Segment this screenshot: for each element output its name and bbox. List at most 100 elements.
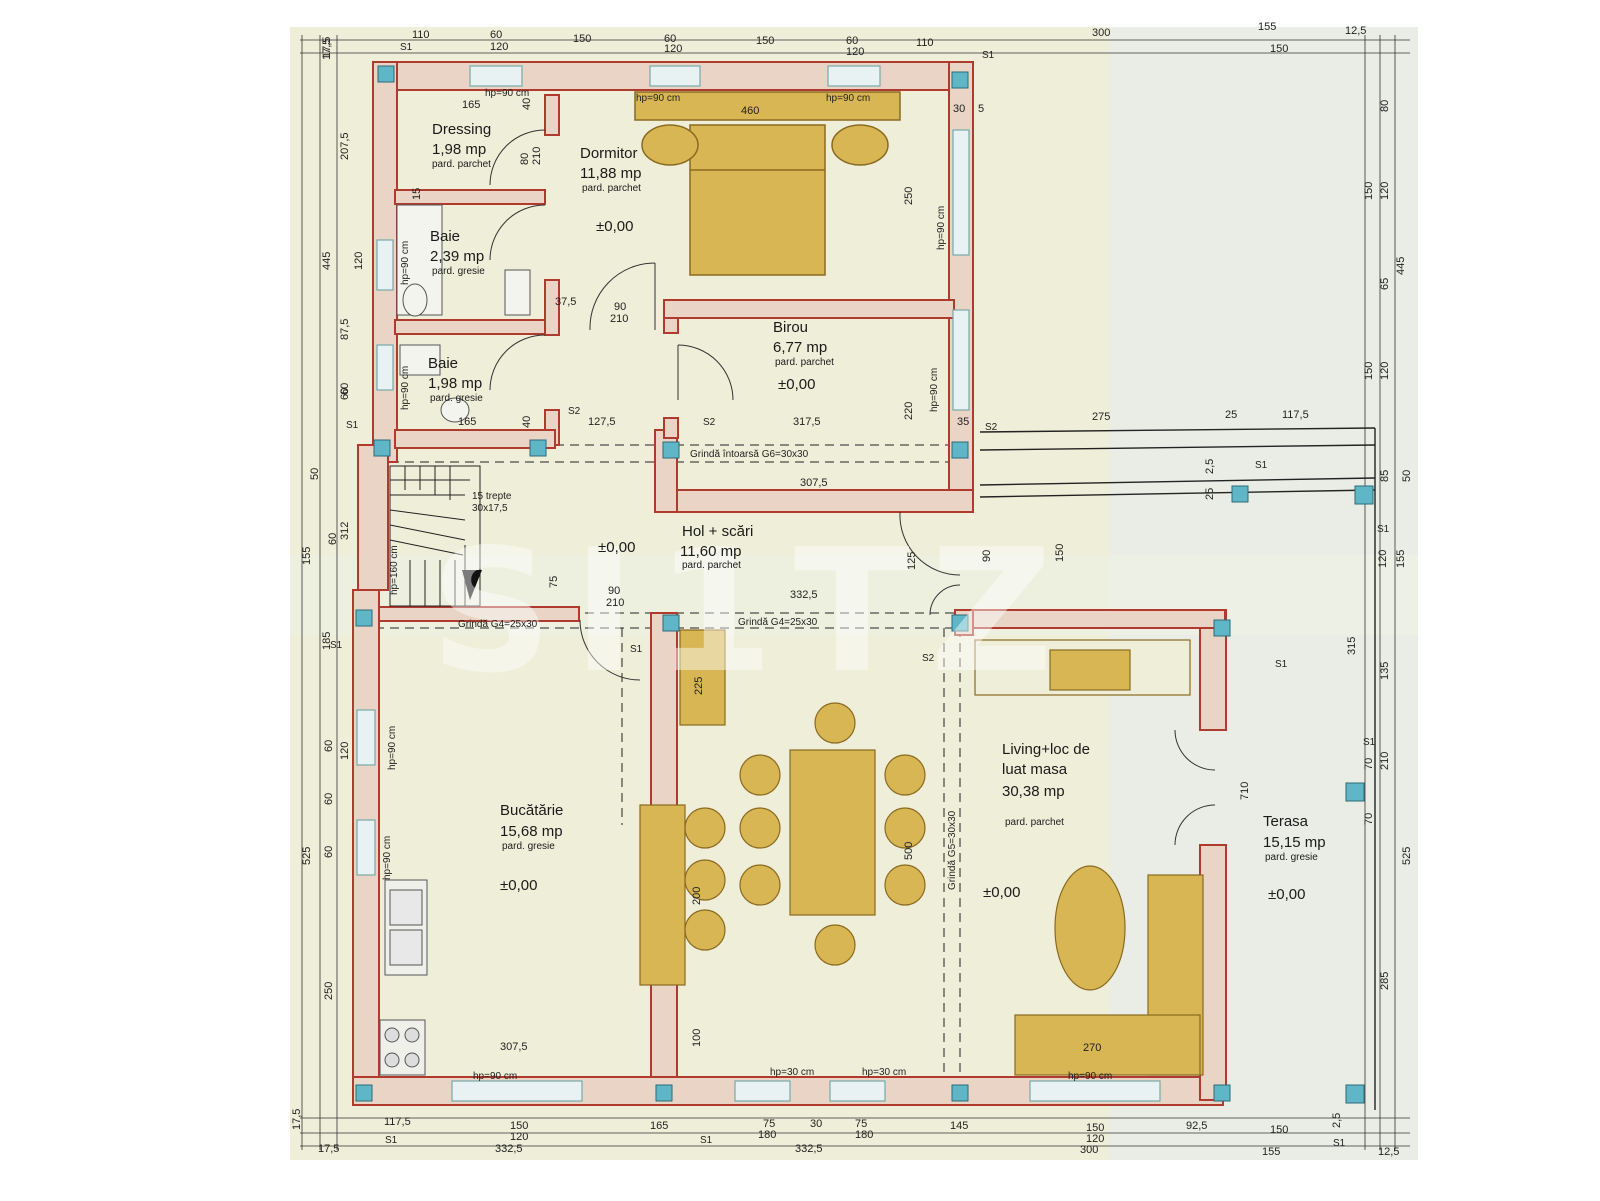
dim-interior: 80	[519, 153, 531, 165]
dim-top: 150	[756, 35, 774, 47]
dim-top: 150	[1270, 43, 1288, 55]
left-dimensions-inner: 120 60 60 120 60 60 60 60 250	[323, 252, 365, 1000]
dim-left: 445	[321, 252, 333, 270]
stair-arrow	[462, 570, 482, 600]
living-furniture	[974, 639, 1204, 1076]
section-s2: S2	[922, 653, 935, 664]
window-height-labels: hp=90 cm hp=90 cm hp=90 cm hp=90 cm hp=3…	[382, 88, 1112, 1082]
room-floor-dormitor: pard. parchet	[582, 183, 641, 194]
dim-bottom: 30	[810, 1118, 822, 1130]
dim-interior: 317,5	[793, 416, 821, 428]
hp-label: hp=90 cm	[1068, 1071, 1112, 1082]
room-floor-birou: pard. parchet	[775, 357, 834, 368]
dim-interior: 30	[953, 103, 965, 115]
room-name-terasa: Terasa	[1263, 813, 1309, 830]
dim-left: 87,5	[339, 319, 351, 340]
hp-label: hp=30 cm	[862, 1067, 906, 1078]
dim-left: 525	[301, 847, 313, 865]
section-s2: S2	[568, 406, 581, 417]
dim-left: 185	[321, 632, 333, 650]
hp-label: hp=90 cm	[826, 93, 870, 104]
section-s2: S2	[985, 422, 998, 433]
bottom-dimensions-row-3: 17,5 332,5 332,5 300 155 12,5	[318, 1143, 1399, 1158]
dim-left: 60	[327, 533, 339, 545]
section-s1: S1	[385, 1135, 398, 1146]
terrace-beams	[979, 427, 1376, 1110]
dim-top: 120	[846, 46, 864, 58]
dim-right: 150	[1363, 182, 1375, 200]
dim-interior: 500	[903, 842, 915, 860]
dim-left: 60	[339, 383, 351, 395]
dim-left: 120	[339, 742, 351, 760]
hp-label: hp=30 cm	[770, 1067, 814, 1078]
dining-furniture	[639, 629, 926, 986]
dim-interior: 307,5	[800, 477, 828, 489]
dim-top: 300	[1092, 27, 1110, 39]
dim-interior: 220	[903, 402, 915, 420]
dim-interior: 165	[458, 416, 476, 428]
bottom-dimensions-row-1: 117,5 150 165 75 30 75 145 150 92,5 150 …	[384, 1113, 1343, 1136]
dim-top: 110	[916, 37, 934, 49]
dim-interior: 270	[1083, 1042, 1101, 1054]
dim-left: 60	[323, 793, 335, 805]
room-name-living: Living+loc de	[1002, 741, 1090, 758]
dim-right: 70	[1363, 758, 1375, 770]
dim-top: 12,5	[1345, 25, 1366, 37]
dim-right: 50	[1401, 470, 1413, 482]
dim-interior: 125	[906, 552, 918, 570]
hp-label: hp=90 cm	[929, 368, 940, 412]
section-s2: S2	[703, 417, 716, 428]
dim-interior: 35	[957, 416, 969, 428]
dim-interior: 40	[521, 98, 533, 110]
room-area-bucatarie: 15,68 mp	[500, 823, 563, 840]
room-floor-baie-2: pard. gresie	[430, 393, 483, 404]
top-dimensions-row-1: 110 60 150 60 150 60 110 300 155 12,5	[412, 21, 1366, 49]
dim-bottom: 75	[855, 1118, 867, 1130]
dim-top: 120	[490, 41, 508, 53]
dim-bottom: 75	[763, 1118, 775, 1130]
section-s1: S1	[982, 50, 995, 61]
windows	[356, 65, 1161, 1102]
dim-left: 312	[339, 522, 351, 540]
dim-left: 60	[323, 740, 335, 752]
dim-left: 250	[323, 982, 335, 1000]
dim-bottom: 150	[510, 1120, 528, 1132]
dim-interior: 200	[691, 887, 703, 905]
section-s1: S1	[1377, 524, 1390, 535]
beam-label-g6: Grindă întoarsă G6=30x30	[690, 449, 809, 460]
dim-bottom: 12,5	[1378, 1146, 1399, 1158]
dim-interior: 275	[1092, 411, 1110, 423]
section-s1: S1	[1275, 659, 1288, 670]
dim-bottom: 180	[758, 1129, 776, 1141]
dim-bottom: 150	[1086, 1122, 1104, 1134]
dim-right: 80	[1379, 100, 1391, 112]
room-floor-baie-1: pard. gresie	[432, 266, 485, 277]
hp-label: hp=160 cm	[389, 545, 400, 595]
dim-right: 65	[1379, 278, 1391, 290]
hp-label: hp=90 cm	[382, 836, 393, 880]
room-name-bucatarie: Bucătărie	[500, 802, 563, 819]
room-name-baie-2: Baie	[428, 355, 458, 372]
room-floor-bucatarie: pard. gresie	[502, 841, 555, 852]
dim-interior: 75	[548, 576, 560, 588]
dim-interior: 225	[693, 677, 705, 695]
section-s1: S1	[330, 640, 343, 651]
dim-interior: 15	[411, 188, 423, 200]
beam-label-g4-left: Grindă G4=25x30	[458, 619, 538, 630]
hp-label: hp=90 cm	[400, 241, 411, 285]
room-area-hol: 11,60 mp	[680, 543, 741, 560]
dim-right: 445	[1395, 257, 1407, 275]
dim-interior: 25	[1204, 488, 1216, 500]
section-s1: S1	[1363, 737, 1376, 748]
dim-bottom: 2,5	[1331, 1113, 1343, 1128]
dim-right: 525	[1401, 847, 1413, 865]
dim-top: 60	[846, 35, 858, 47]
beam-label-g4-right: Grindă G4=25x30	[738, 617, 818, 628]
room-name-hol: Hol + scări	[682, 523, 753, 540]
dim-bottom: 150	[1270, 1124, 1288, 1136]
dim-interior: 117,5	[1282, 409, 1309, 421]
dim-right: 150	[1363, 362, 1375, 380]
level-hol: ±0,00	[598, 539, 635, 556]
dim-bottom: 120	[1086, 1133, 1104, 1145]
